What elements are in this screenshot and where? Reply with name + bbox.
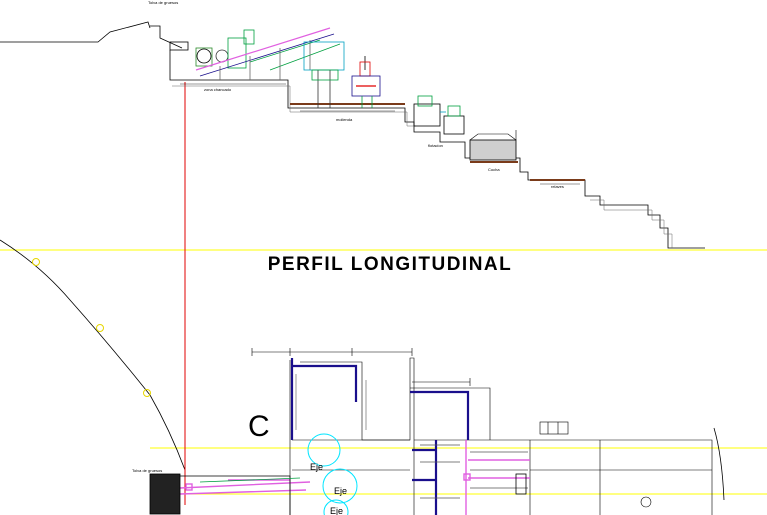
crushing-equipment: [150, 25, 381, 108]
eje-label-2: Eje: [334, 486, 347, 496]
section-letter: C: [248, 410, 270, 443]
plan-small-label: Tolva de gruesos: [132, 468, 162, 473]
svg-text:Tolva de gruesos: Tolva de gruesos: [148, 0, 178, 5]
eje-label-1: Eje: [310, 462, 323, 472]
plan-blue-walls: [290, 358, 470, 515]
yellow-axis-lines: [0, 249, 767, 495]
flotation-cells: [413, 95, 465, 135]
right-terrain-curve: [713, 427, 725, 501]
eje-label-3: Eje: [330, 506, 343, 515]
svg-text:flotacion: flotacion: [428, 143, 443, 148]
svg-text:zona chancado: zona chancado: [204, 87, 232, 92]
plan-equipment: [149, 444, 528, 515]
axis-circles: [307, 433, 358, 515]
svg-text:relaves: relaves: [551, 184, 564, 189]
drawing-title: PERFIL LONGITUDINAL: [268, 254, 513, 275]
svg-text:Cocha: Cocha: [488, 167, 500, 172]
profile-small-labels: Tolva de gruesos zona chancado molienda …: [148, 0, 564, 189]
tailings-pond: [469, 130, 517, 161]
brown-ground-strips: [290, 103, 585, 181]
terrain-curve: [0, 239, 186, 471]
longitudinal-profile: [0, 21, 705, 249]
svg-text:molienda: molienda: [336, 117, 353, 122]
plan-view: [251, 348, 713, 515]
